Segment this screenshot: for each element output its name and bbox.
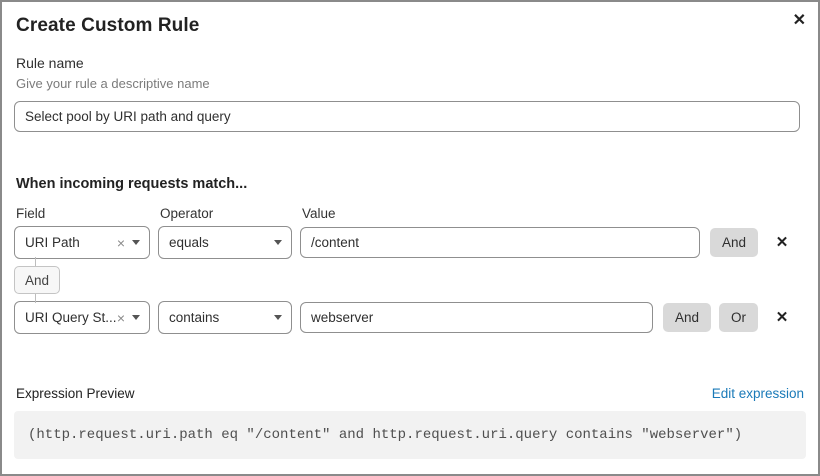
add-and-condition-button[interactable]: And <box>662 303 711 332</box>
close-icon[interactable]: ✕ <box>792 12 806 29</box>
chevron-down-icon <box>132 240 140 245</box>
operator-select-value: equals <box>169 235 209 250</box>
field-column-label: Field <box>16 206 46 221</box>
logic-connector: And <box>14 257 806 303</box>
operator-column-label: Operator <box>160 206 214 221</box>
rule-name-hint: Give your rule a descriptive name <box>16 76 210 91</box>
chevron-down-icon <box>274 315 282 320</box>
field-select-value: URI Query St... <box>25 310 117 325</box>
dialog-title: Create Custom Rule <box>16 15 200 36</box>
field-select-value: URI Path <box>25 235 80 250</box>
column-labels: Field Operator Value <box>16 206 804 221</box>
value-input[interactable] <box>300 302 653 333</box>
clear-selection-icon[interactable]: × <box>116 234 125 251</box>
condition-row: URI Path × equals And ✕ <box>14 226 806 259</box>
match-heading: When incoming requests match... <box>16 176 248 192</box>
clear-selection-icon[interactable]: × <box>116 309 125 326</box>
add-and-condition-button[interactable]: And <box>709 228 758 257</box>
remove-condition-icon[interactable]: ✕ <box>775 234 789 251</box>
rule-name-label: Rule name <box>16 55 84 71</box>
field-select[interactable]: URI Query St... × <box>14 301 150 334</box>
rule-name-input[interactable] <box>14 101 800 132</box>
expression-preview-label: Expression Preview <box>16 386 135 401</box>
chevron-down-icon <box>132 315 140 320</box>
chevron-down-icon <box>274 240 282 245</box>
add-or-condition-button[interactable]: Or <box>719 303 758 332</box>
expression-code-block: (http.request.uri.path eq "/content" and… <box>14 411 806 459</box>
value-column-label: Value <box>302 206 336 221</box>
operator-select[interactable]: contains <box>158 301 292 334</box>
remove-condition-icon[interactable]: ✕ <box>775 309 789 326</box>
condition-row: URI Query St... × contains And Or ✕ <box>14 301 806 334</box>
edit-expression-link[interactable]: Edit expression <box>711 386 804 401</box>
value-input[interactable] <box>300 227 700 258</box>
dialog-header: Create Custom Rule ✕ <box>16 12 806 37</box>
expression-header: Expression Preview Edit expression <box>16 386 804 401</box>
operator-select[interactable]: equals <box>158 226 292 259</box>
connector-and-chip[interactable]: And <box>14 266 61 294</box>
field-select[interactable]: URI Path × <box>14 226 150 259</box>
operator-select-value: contains <box>169 310 220 325</box>
